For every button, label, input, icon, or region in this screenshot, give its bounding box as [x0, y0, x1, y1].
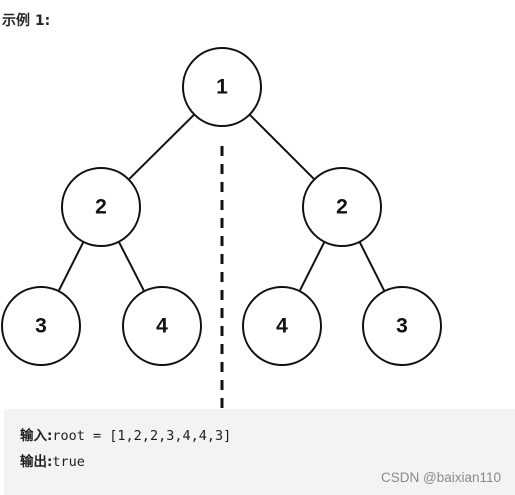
node-circle [182, 47, 262, 127]
tree-node-right-left: 4 [242, 286, 322, 366]
node-value: 1 [216, 76, 228, 99]
output-line: 输出:true [20, 453, 85, 471]
input-label: 输入: [20, 428, 53, 444]
tree-node-right-right: 3 [362, 286, 442, 366]
tree-node-left: 2 [61, 167, 141, 247]
example-code-box: 输入:root = [1,2,2,3,4,4,3] 输出:true CSDN @… [4, 409, 515, 495]
node-value: 2 [95, 196, 107, 219]
node-circle [1, 286, 81, 366]
node-value: 2 [336, 196, 348, 219]
node-circle [61, 167, 141, 247]
node-value: 3 [35, 315, 47, 338]
node-circle [122, 286, 202, 366]
tree-nodes: 1 2 2 3 4 4 3 [1, 47, 442, 366]
tree-node-right: 2 [302, 167, 382, 247]
tree-node-left-left: 3 [1, 286, 81, 366]
edge-root-to-right [248, 113, 316, 181]
tree-node-root: 1 [182, 47, 262, 127]
input-line: 输入:root = [1,2,2,3,4,4,3] [20, 427, 231, 445]
node-circle [362, 286, 442, 366]
output-label: 输出: [20, 454, 53, 470]
node-value: 4 [276, 315, 288, 338]
csdn-watermark: CSDN @baixian110 [380, 470, 501, 485]
tree-node-left-right: 4 [122, 286, 202, 366]
node-value: 3 [396, 315, 408, 338]
edge-left-to-left-left [57, 241, 85, 292]
output-value: true [52, 454, 85, 470]
edge-left-to-left-right [117, 241, 146, 292]
node-circle [302, 167, 382, 247]
example-heading: 示例 1: [2, 13, 51, 29]
edge-right-to-right-left [298, 241, 326, 292]
binary-tree-diagram: 1 2 2 3 4 4 3 [1, 47, 442, 408]
node-value: 4 [156, 315, 168, 338]
edge-right-to-right-right [358, 241, 386, 292]
node-circle [242, 286, 322, 366]
tree-edges [57, 113, 386, 292]
input-value: root = [1,2,2,3,4,4,3] [52, 428, 232, 444]
edge-root-to-left [127, 113, 196, 181]
